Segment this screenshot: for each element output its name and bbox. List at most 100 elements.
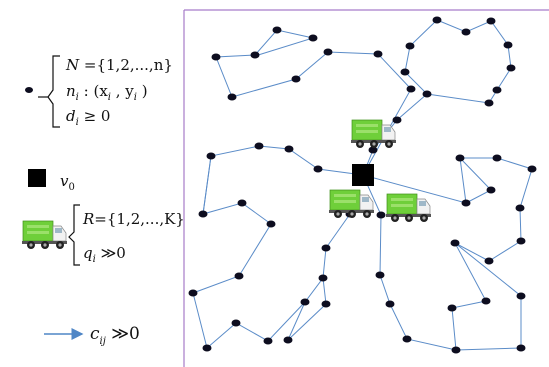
- route-top-east: [362, 19, 512, 176]
- customer-node: [492, 86, 502, 94]
- network-frame: [183, 9, 549, 367]
- route-bottom: [287, 277, 327, 341]
- route-left: [192, 145, 364, 349]
- n-set-rhs: ={1,2,...,n}: [79, 56, 173, 74]
- customer-node: [406, 85, 416, 93]
- legend-vehicle-set: R={1,2,...,K} qi ≫0: [21, 204, 185, 266]
- customer-node: [272, 26, 282, 34]
- depot-square-icon: [352, 164, 374, 186]
- c-sub: ij: [100, 336, 106, 347]
- customer-node: [250, 51, 260, 59]
- customer-node: [313, 165, 323, 173]
- truck-icon: [21, 220, 68, 250]
- customer-node: [432, 16, 442, 24]
- customer-node: [516, 292, 526, 300]
- customer-node: [461, 28, 471, 36]
- customer-node: [405, 42, 415, 50]
- customer-node: [373, 50, 383, 58]
- n-set-lhs: N: [65, 56, 80, 74]
- customer-node: [206, 152, 216, 160]
- customer-node: [323, 48, 333, 56]
- customer-node: [451, 346, 461, 354]
- route-spur: [202, 155, 212, 215]
- customer-node: [516, 237, 526, 245]
- depot-square-icon: [28, 169, 46, 187]
- customer-node: [254, 142, 264, 150]
- r-set-lhs: R: [82, 210, 94, 228]
- q-i-sub: i: [93, 254, 96, 265]
- depot-label: v: [60, 172, 69, 190]
- svg-text:ni : (xi , yi ): ni : (xi , yi ): [66, 82, 148, 103]
- customer-node: [291, 75, 301, 83]
- customer-node: [266, 220, 276, 228]
- d-i-label: d: [66, 107, 76, 125]
- legend-node-set: N ={1,2,...,n} ni : (xi , yi ) di ≥ 0: [25, 55, 173, 128]
- truck-icon: [350, 119, 397, 149]
- customer-node: [402, 335, 412, 343]
- customer-node: [227, 93, 237, 101]
- customer-node: [376, 211, 386, 219]
- legend: N ={1,2,...,n} ni : (xi , yi ) di ≥ 0 v0…: [21, 55, 185, 347]
- customer-node: [188, 289, 198, 297]
- c-label: c: [90, 324, 100, 344]
- customer-node: [234, 272, 244, 280]
- customer-node: [368, 146, 378, 154]
- customer-node: [263, 337, 273, 345]
- customer-node: [231, 319, 241, 327]
- customer-node: [375, 271, 385, 279]
- legend-arc: cij ≫0: [44, 324, 140, 347]
- legend-depot: v0: [28, 169, 75, 193]
- close-paren: ): [137, 82, 148, 100]
- customer-node: [392, 116, 402, 124]
- customer-node: [400, 68, 410, 76]
- svg-text:qi ≫0: qi ≫0: [83, 244, 126, 265]
- d-i-rest: ≥ 0: [79, 107, 111, 125]
- customer-node: [450, 239, 460, 247]
- customer-node: [506, 64, 516, 72]
- customer-node: [321, 244, 331, 252]
- customer-node: [486, 17, 496, 25]
- customer-node: [447, 304, 457, 312]
- customer-node: [461, 199, 471, 207]
- route-right: [362, 157, 533, 351]
- q-i-label: q: [83, 244, 93, 262]
- customer-node: [455, 154, 465, 162]
- customer-node: [300, 298, 310, 306]
- customer-node: [321, 300, 331, 308]
- x-sub: i: [108, 92, 111, 103]
- customer-node: [515, 204, 525, 212]
- q-i-rest: ≫0: [96, 244, 126, 262]
- r-set-rhs: ={1,2,...,K}: [94, 210, 185, 228]
- customer-node: [318, 274, 328, 282]
- c-rest: ≫0: [106, 324, 140, 344]
- customer-node: [211, 53, 221, 61]
- customer-node: [527, 165, 537, 173]
- d-i-sub: i: [76, 117, 79, 128]
- svg-text:N ={1,2,...,n}: N ={1,2,...,n}: [65, 56, 173, 74]
- node-dot-icon: [25, 87, 33, 93]
- customer-node: [481, 297, 491, 305]
- customer-node: [484, 257, 494, 265]
- n-i-sub: i: [76, 92, 79, 103]
- depot-sub: 0: [68, 182, 74, 193]
- svg-text:R={1,2,...,K}: R={1,2,...,K}: [82, 210, 185, 228]
- customer-node: [385, 300, 395, 308]
- customer-node: [198, 210, 208, 218]
- customer-node: [484, 99, 494, 107]
- svg-text:cij ≫0: cij ≫0: [90, 324, 140, 347]
- customer-node: [284, 145, 294, 153]
- route-bottom-mid: [451, 242, 487, 351]
- customer-nodes: [188, 16, 537, 354]
- y-sub: i: [134, 92, 137, 103]
- customer-node: [422, 90, 432, 98]
- y-label: , y: [111, 82, 134, 100]
- customer-node: [308, 34, 318, 42]
- n-i-rest: : (x: [79, 82, 108, 100]
- route-top: [215, 29, 412, 176]
- customer-node: [237, 199, 247, 207]
- customer-node: [486, 186, 496, 194]
- customer-node: [283, 336, 293, 344]
- svg-text:v0: v0: [60, 172, 75, 193]
- customer-node: [503, 41, 513, 49]
